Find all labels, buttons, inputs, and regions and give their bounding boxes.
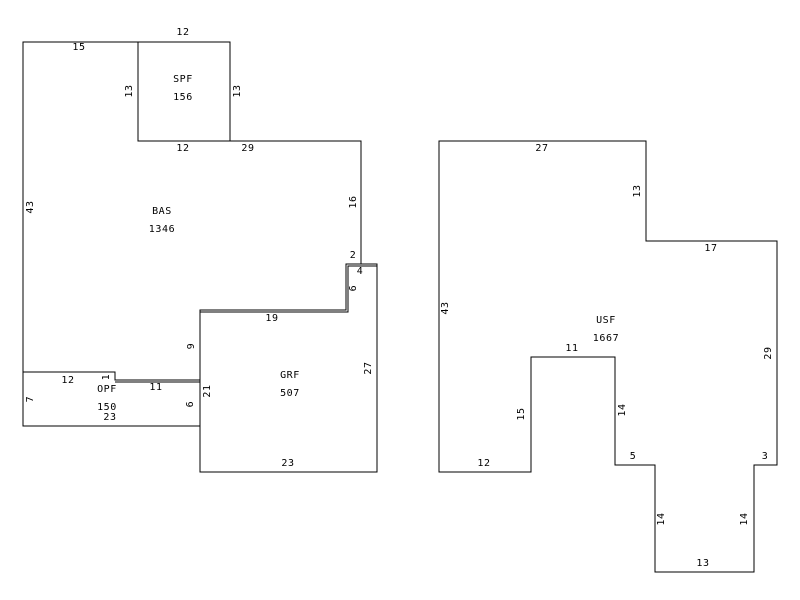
usf-area-value: 1667 — [593, 333, 619, 344]
dimension-label: 12 — [61, 375, 74, 386]
dimension-label: 23 — [103, 412, 116, 423]
dimension-label: 4 — [357, 266, 364, 277]
grf-upper-wall — [200, 265, 377, 313]
dimension-label: 23 — [281, 458, 294, 469]
dimension-label: 14 — [739, 512, 750, 525]
dimension-label: 5 — [630, 451, 637, 462]
dimension-label: 14 — [617, 403, 628, 416]
dimension-label: 3 — [762, 451, 769, 462]
bas-area-value: 1346 — [149, 224, 175, 235]
dimension-label: 6 — [348, 285, 359, 292]
dimension-label: 13 — [696, 558, 709, 569]
dimension-label: 29 — [241, 143, 254, 154]
dimension-label: 13 — [632, 184, 643, 197]
spf-label: SPF — [173, 74, 193, 85]
dimension-label: 14 — [656, 512, 667, 525]
dimension-label: 6 — [185, 401, 196, 408]
dimension-label: 7 — [25, 396, 36, 403]
dimension-label: 9 — [186, 343, 197, 350]
opf-area-value: 150 — [97, 402, 117, 413]
dimension-label: 27 — [535, 143, 548, 154]
dimension-label: 19 — [265, 313, 278, 324]
spf-area-value: 156 — [173, 92, 193, 103]
bas-label: BAS — [152, 206, 172, 217]
usf-outline — [438, 140, 778, 573]
dimension-label: 43 — [440, 301, 451, 314]
dimension-label: 2 — [350, 250, 357, 261]
dimension-label: 16 — [348, 195, 359, 208]
dimension-label: 17 — [704, 243, 717, 254]
opf-label: OPF — [97, 384, 117, 395]
dimension-label: 13 — [124, 84, 135, 97]
dimension-label: 12 — [176, 27, 189, 38]
dimension-label: 1 — [101, 374, 112, 381]
opf-outline — [22, 371, 201, 427]
dimension-label: 27 — [363, 361, 374, 374]
grf-area-value: 507 — [280, 388, 300, 399]
spf-outline — [137, 41, 231, 142]
grf-label: GRF — [280, 370, 300, 381]
dimension-label: 21 — [202, 384, 213, 397]
dimension-label: 11 — [565, 343, 578, 354]
dimension-label: 29 — [763, 346, 774, 359]
dimension-label: 13 — [232, 84, 243, 97]
grf-outline — [199, 263, 378, 473]
dimension-label: 43 — [25, 200, 36, 213]
dimension-label: 12 — [477, 458, 490, 469]
dimension-label: 15 — [72, 42, 85, 53]
dimension-label: 11 — [149, 382, 162, 393]
dimension-label: 12 — [176, 143, 189, 154]
dimension-label: 15 — [516, 407, 527, 420]
usf-label: USF — [596, 315, 616, 326]
